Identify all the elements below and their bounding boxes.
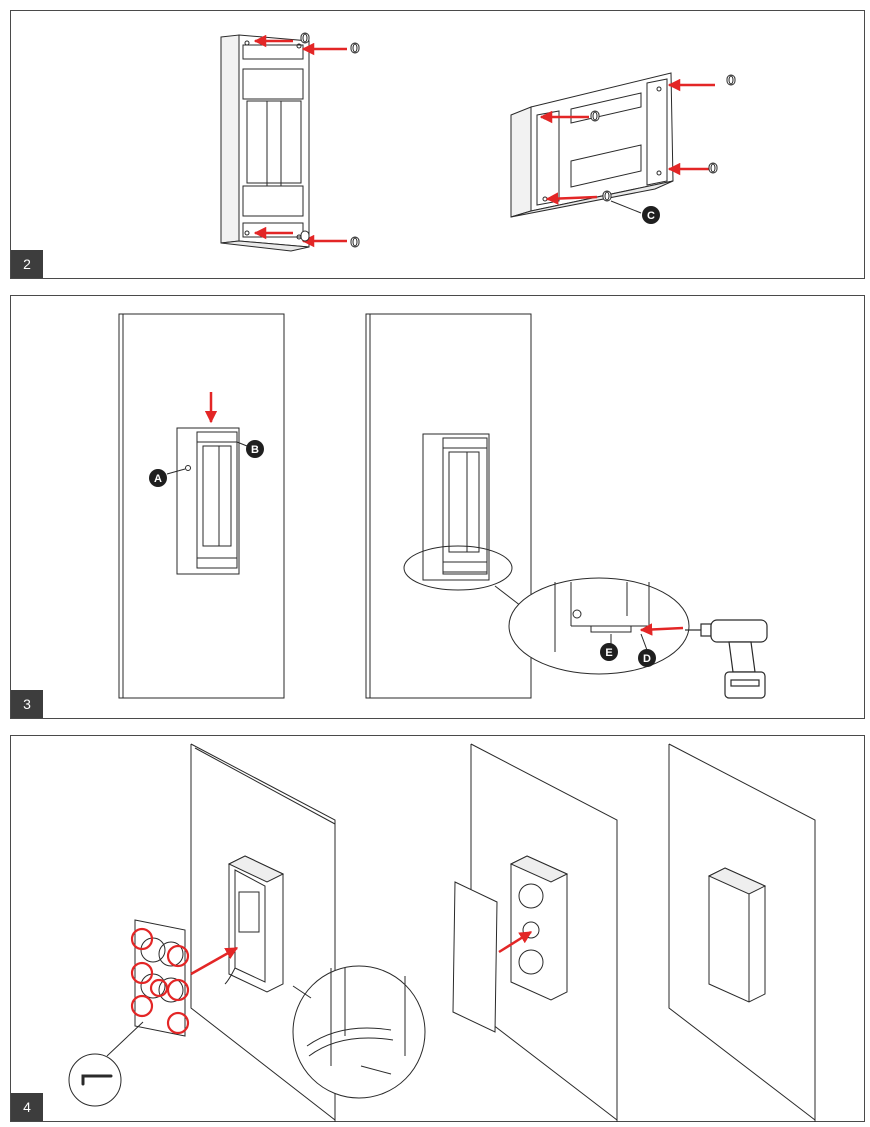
wall-panel	[365, 313, 532, 699]
step-3-illustration: A B	[118, 313, 768, 699]
speaker-grille-frame	[134, 919, 186, 1037]
arrow	[253, 34, 347, 248]
detail-circle	[403, 545, 513, 591]
step-2-illustration: C	[220, 32, 736, 252]
grille-cover	[452, 881, 498, 1033]
drill-icon	[685, 619, 768, 699]
installed-speaker	[707, 867, 767, 1003]
step-number-badge: 3	[11, 690, 43, 718]
step-2-panel: C 2	[10, 10, 865, 279]
wall-panel	[118, 313, 285, 699]
svg-text:E: E	[605, 647, 612, 659]
zoom-detail	[508, 577, 690, 675]
svg-text:B: B	[251, 444, 259, 456]
pin-hole	[185, 465, 191, 471]
screw-plug-icon	[590, 74, 736, 202]
vertical-frame	[220, 34, 310, 252]
speaker-frame	[224, 855, 285, 993]
step-4-illustration	[68, 743, 816, 1122]
step-4-panel: 4	[10, 735, 865, 1122]
callout-e: E	[600, 643, 618, 661]
svg-text:A: A	[154, 473, 162, 485]
svg-text:C: C	[647, 210, 655, 222]
step-number-badge: 2	[11, 250, 43, 278]
circle-highlight-icon	[130, 927, 190, 1035]
speaker-frame	[176, 427, 240, 575]
callout-a: A	[149, 469, 167, 487]
screw-plug-icon	[300, 32, 360, 248]
svg-text:D: D	[643, 653, 651, 665]
callout-d: D	[638, 649, 656, 667]
step-3-panel: A B	[10, 295, 865, 719]
callout-b: B	[246, 440, 264, 458]
horizontal-frame	[510, 72, 674, 218]
callout-c: C	[642, 206, 660, 224]
arrow	[498, 930, 533, 954]
speaker-unit	[509, 855, 569, 1001]
hex-key-icon	[68, 1053, 122, 1107]
arrow	[539, 78, 715, 205]
arrow	[190, 946, 239, 976]
arrow	[639, 623, 684, 636]
wall-panel	[668, 743, 816, 1122]
step-number-badge: 4	[11, 1093, 43, 1121]
zoom-detail	[292, 965, 426, 1099]
speaker-frame	[422, 433, 490, 581]
